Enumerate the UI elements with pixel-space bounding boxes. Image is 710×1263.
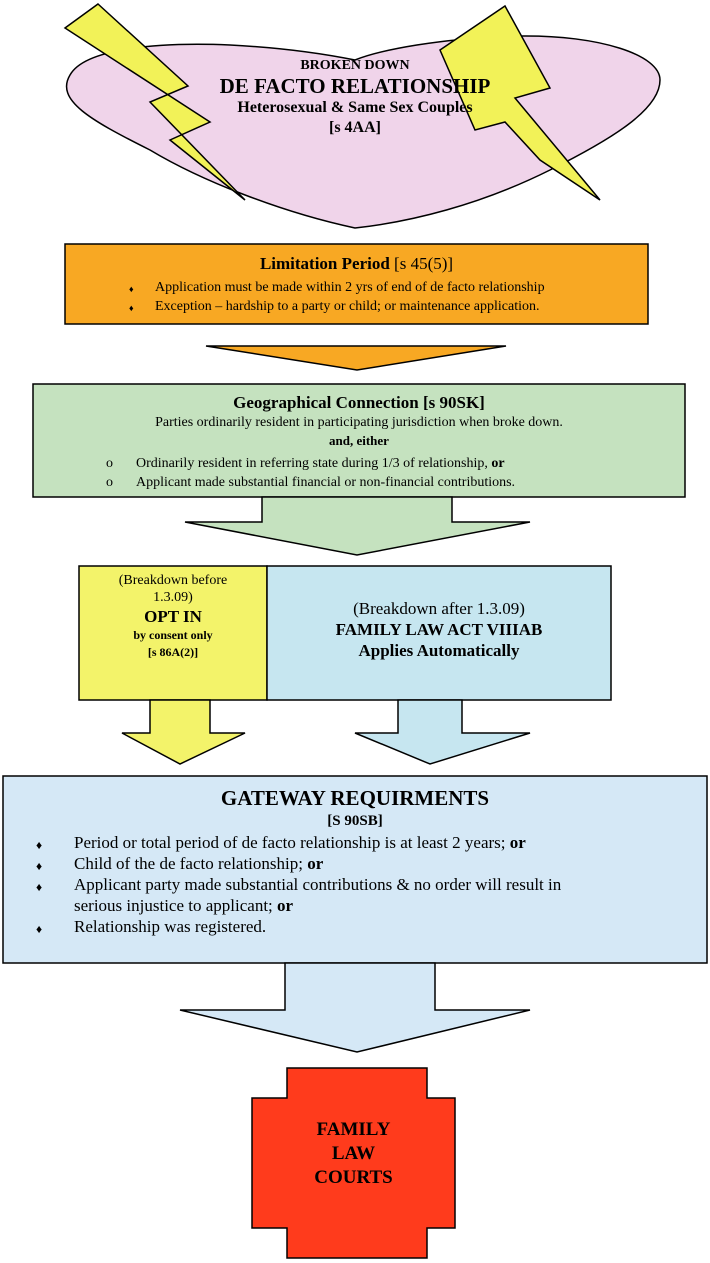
opt-in-arrow	[121, 699, 246, 765]
family-law-act-arrow	[354, 699, 531, 765]
limitation-list: Application must be made within 2 yrs of…	[129, 278, 545, 318]
gateway-item: Period or total period of de facto relat…	[36, 832, 561, 856]
family-law-act-text: (Breakdown after 1.3.09) FAMILY LAW ACT …	[267, 598, 611, 661]
gateway-item: Child of the de facto relationship; or	[36, 853, 561, 877]
geographical-list: Ordinarily resident in referring state d…	[106, 454, 515, 492]
limitation-item: Application must be made within 2 yrs of…	[129, 278, 545, 299]
opt-in-line4: by consent only	[133, 628, 213, 642]
limitation-title: Limitation Period [s 45(5)]	[65, 254, 648, 274]
geographical-line2: and, either	[329, 433, 389, 448]
gateway-item: Relationship was registered.	[36, 916, 561, 940]
courts-line2: LAW	[331, 1143, 376, 1164]
opt-in-line5: [s 86A(2)]	[147, 645, 199, 659]
geographical-title: Geographical Connection [s 90SK]	[233, 393, 485, 412]
opt-in-line2: 1.3.09)	[153, 590, 193, 605]
relationship-line3: Heterosexual & Same Sex Couples	[237, 99, 473, 116]
geographical-arrow	[184, 496, 531, 556]
family-law-act-line1: (Breakdown after 1.3.09)	[353, 599, 525, 618]
limitation-arrow	[205, 345, 507, 371]
courts-line1: FAMILY	[316, 1119, 391, 1140]
relationship-text: BROKEN DOWN DE FACTO RELATIONSHIP Hetero…	[150, 58, 560, 138]
limitation-item: Exception – hardship to a party or child…	[129, 297, 545, 318]
gateway-item: Applicant party made substantial contrib…	[36, 874, 561, 916]
gateway-ref: [S 90SB]	[327, 813, 383, 829]
gateway-list: Period or total period of de facto relat…	[36, 832, 561, 940]
geographical-text: Geographical Connection [s 90SK] Parties…	[33, 392, 685, 450]
family-law-act-line3: Applies Automatically	[358, 641, 520, 660]
gateway-title: GATEWAY REQUIRMENTS	[220, 786, 490, 810]
geographical-line1: Parties ordinarily resident in participa…	[155, 415, 563, 430]
geographical-item: Ordinarily resident in referring state d…	[106, 454, 515, 473]
right-lightning-bolt	[439, 4, 601, 201]
relationship-line1: BROKEN DOWN	[300, 58, 410, 73]
family-law-act-line2: FAMILY LAW ACT VIIIAB	[335, 620, 543, 639]
courts-text: FAMILY LAW COURTS	[252, 1118, 455, 1190]
gateway-heading: GATEWAY REQUIRMENTS [S 90SB]	[3, 786, 707, 831]
opt-in-line3: OPT IN	[144, 607, 202, 626]
opt-in-text: (Breakdown before 1.3.09) OPT IN by cons…	[79, 572, 267, 661]
family-law-act-box	[266, 565, 612, 701]
left-lightning-bolt	[63, 3, 246, 201]
opt-in-line1: (Breakdown before	[118, 573, 228, 588]
courts-cross	[251, 1067, 456, 1259]
relationship-line4: [s 4AA]	[329, 119, 381, 136]
courts-line3: COURTS	[314, 1167, 393, 1188]
gateway-arrow	[179, 962, 531, 1053]
geographical-item: Applicant made substantial financial or …	[106, 473, 515, 492]
limitation-title-text: Limitation Period	[259, 254, 390, 273]
relationship-line2: DE FACTO RELATIONSHIP	[219, 74, 491, 98]
limitation-ref: [s 45(5)]	[389, 254, 454, 273]
